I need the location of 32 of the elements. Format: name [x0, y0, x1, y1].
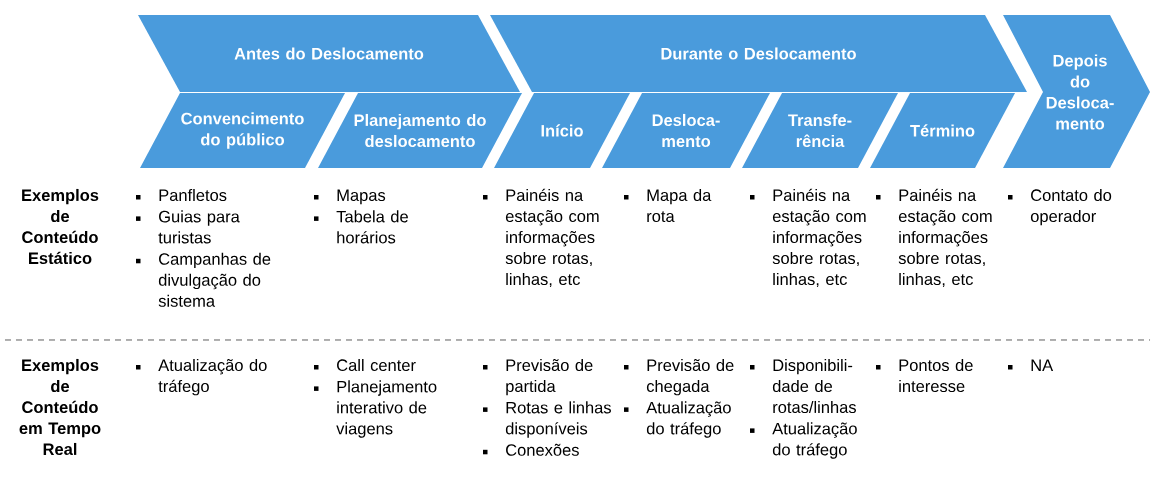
list-item: Painéis na estação com informações sobre rotas, linhas, etc: [772, 188, 866, 287]
list-item: Campanhas de divulgação do sistema: [158, 252, 271, 307]
list-item: NA: [1031, 359, 1054, 371]
node-label: Desloca- mento: [652, 113, 720, 148]
node-label: Durante o Deslocamento: [661, 47, 856, 60]
list-item: Pontos de interesse: [899, 358, 973, 393]
list-item: Previsão de partida: [506, 358, 593, 396]
list-item: Planejamento interativo de viagens: [336, 380, 437, 438]
node-label: Antes do Deslocamento: [234, 47, 424, 60]
list-item: Call center: [337, 358, 416, 372]
list-item: Atualização do tráfego: [158, 358, 267, 396]
list-item: Conexões: [506, 443, 579, 456]
list-item: Atualização do tráfego: [646, 401, 731, 438]
list-item: Atualização do tráfego: [772, 422, 857, 459]
list-item: Guias para turistas: [158, 210, 240, 244]
list-item: Painéis na estação com informações sobre rotas, linhas, etc: [505, 188, 599, 287]
row-heading: Exemplos de Conteúdo em Tempo Real: [19, 358, 101, 456]
list-item: Disponibili- dade de rotas/linhas: [772, 358, 856, 414]
list-item: Contato do operador: [1030, 188, 1112, 226]
node-label: Transfe- rência: [788, 113, 852, 148]
list-item: Previsão de chegada: [646, 358, 734, 396]
list-item: Painéis na estação com informações sobre rotas, linhas, etc: [898, 188, 992, 287]
list-item: Mapa da rota: [647, 188, 712, 223]
list-item: Mapas: [337, 189, 386, 205]
list-item: Tabela de horários: [336, 210, 408, 244]
node-label: Planejamento do deslocamento: [354, 113, 486, 148]
node-label: Início: [541, 124, 583, 137]
list-item: Panfletos: [159, 188, 227, 202]
node-label: Término: [910, 124, 975, 137]
list-item: Rotas e linhas disponíveis: [505, 401, 611, 438]
node-label: Convencimento do público: [181, 112, 304, 149]
row-heading: Exemplos de Conteúdo Estático: [22, 188, 99, 265]
